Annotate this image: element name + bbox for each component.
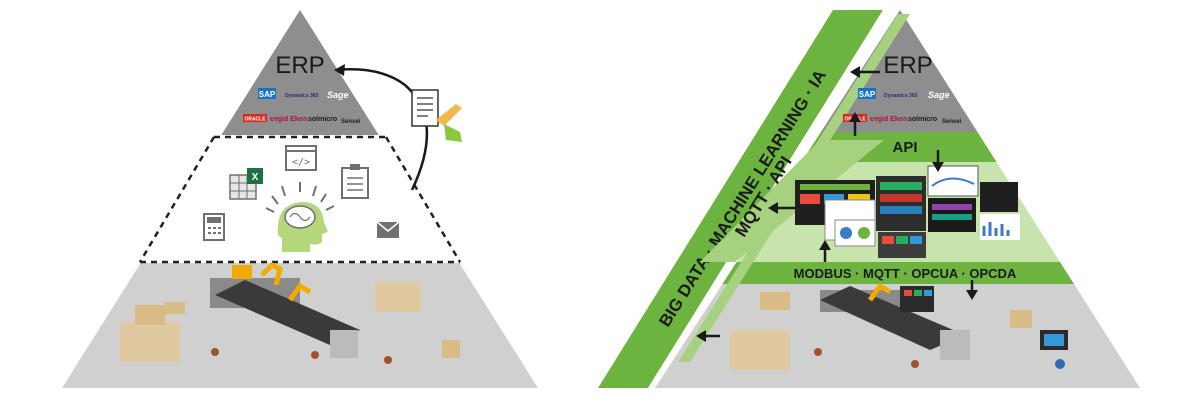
- left-logo-oracle-badge: [243, 114, 267, 122]
- right-logo-cegid: cegid Ekon: [870, 116, 907, 123]
- left-logo-sap-badge: [258, 88, 276, 99]
- left-logo-dynamics: Dynamics 365: [285, 93, 319, 99]
- right-logo-dynamics: Dynamics 365: [884, 93, 918, 99]
- protocol-label: MODBUS · MQTT · OPCUA · OPCDA: [794, 266, 1017, 281]
- right-logo-sensei: Sensei: [942, 119, 962, 125]
- left-erp-title: ERP: [275, 52, 324, 79]
- protocol-band: [655, 262, 1140, 284]
- left-divider-side-r: [384, 136, 462, 263]
- left-logo-oracle: ORACLE: [244, 117, 266, 123]
- mqtt-api-band-wide: [700, 140, 884, 262]
- code-icon: </>: [285, 145, 317, 171]
- dashboard-icon: [795, 165, 1020, 258]
- excel-icon: X: [229, 168, 263, 200]
- big-data-band: [598, 10, 883, 388]
- envelope-icon: [376, 221, 400, 238]
- svg-text:</>: </>: [292, 157, 310, 168]
- arrow-icon: [334, 64, 345, 76]
- right-logo-sage: Sage: [928, 90, 950, 100]
- brain-head-icon: [265, 182, 335, 252]
- left-logo-solmicro: solmicro: [308, 116, 337, 123]
- left-divider-side-l: [138, 136, 216, 263]
- left-logo-sensei: Sensei: [341, 119, 361, 125]
- right-erp-title: ERP: [883, 52, 932, 79]
- arrow-icon: [696, 66, 978, 342]
- right-logo-sap: SAP: [859, 90, 876, 99]
- svg-text:X: X: [252, 172, 259, 183]
- left-logo-cegid: cegid Ekon: [270, 116, 307, 123]
- clipboard-icon: [341, 164, 369, 199]
- left-pyramid: ERP SAP Dynamics 365 Sage ORACLE cegid E…: [62, 10, 538, 388]
- left-logo-sage: Sage: [327, 90, 349, 100]
- left-factory-icon: [120, 261, 460, 364]
- document-hand-icon: [411, 89, 462, 142]
- right-factory-icon: [730, 282, 1068, 370]
- calculator-icon: [203, 213, 225, 241]
- api-label: API: [892, 139, 917, 156]
- right-pyramid: MQTT · API ERP SAP Dynamics 365 Sage ORA…: [655, 10, 1140, 388]
- left-feedback-arrow: [335, 68, 429, 191]
- right-logo-solmicro: solmicro: [908, 116, 937, 123]
- right-logo-sap-badge: [858, 88, 876, 99]
- left-logo-sap: SAP: [259, 90, 276, 99]
